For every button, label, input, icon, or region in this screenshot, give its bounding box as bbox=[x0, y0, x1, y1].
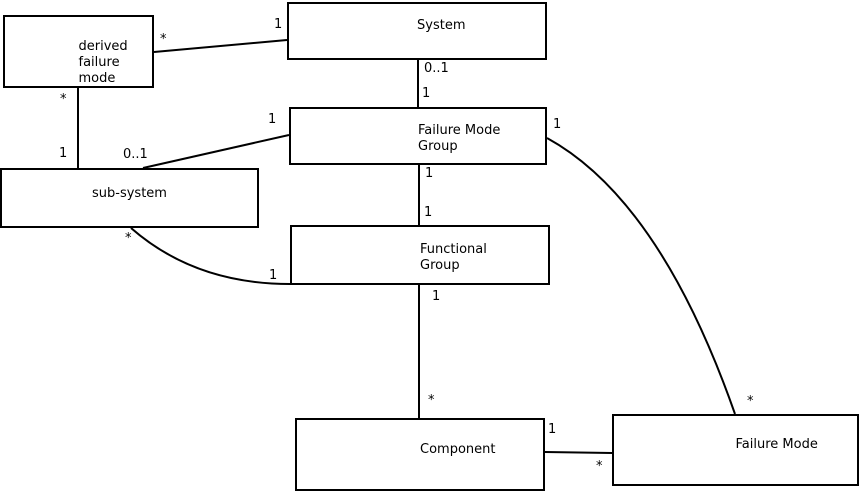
multiplicity-fmg-failuremode-one: 1 bbox=[553, 117, 562, 132]
class-box-failure-mode-group: Failure Mode Group bbox=[289, 107, 547, 165]
multiplicity-subsystem-fg-star: * bbox=[125, 231, 132, 246]
class-box-system: System bbox=[287, 2, 547, 60]
class-box-failure-mode: Failure Mode bbox=[612, 414, 859, 486]
connector-derived-system bbox=[153, 39, 288, 53]
class-label-derived-failure-mode: derived failure mode bbox=[78, 38, 128, 86]
class-label-functional-group: Functional Group bbox=[420, 242, 487, 273]
multiplicity-component-failuremode-star: * bbox=[596, 459, 603, 474]
class-label-failure-mode: Failure Mode bbox=[735, 437, 818, 452]
multiplicity-derived-system-star: * bbox=[160, 32, 167, 47]
multiplicity-fg-component-one: 1 bbox=[432, 289, 441, 304]
multiplicity-system-fmg-one: 1 bbox=[422, 86, 431, 101]
multiplicity-system-fmg-zero-one: 0..1 bbox=[424, 61, 449, 76]
class-label-system: System bbox=[417, 18, 466, 33]
class-box-sub-system: sub-system bbox=[0, 168, 259, 228]
class-label-component: Component bbox=[420, 441, 496, 457]
connector-subsystem-failure-mode-group bbox=[142, 134, 290, 169]
multiplicity-subsystem-fmg-zero-one: 0..1 bbox=[123, 147, 148, 162]
multiplicity-derived-system-one: 1 bbox=[274, 17, 283, 32]
connector-subsystem-functional-group-curve bbox=[130, 227, 291, 285]
class-label-sub-system: sub-system bbox=[92, 186, 167, 201]
multiplicity-component-failuremode-one: 1 bbox=[548, 422, 557, 437]
multiplicity-fg-component-star: * bbox=[428, 393, 435, 408]
connector-failure-mode-group-failure-mode-curve bbox=[546, 137, 736, 415]
multiplicity-subsystem-fg-one: 1 bbox=[269, 268, 278, 283]
multiplicity-subsystem-fmg-one: 1 bbox=[268, 112, 277, 127]
multiplicity-fmg-fg-one-top: 1 bbox=[425, 166, 434, 181]
multiplicity-fmg-failuremode-star: * bbox=[747, 394, 754, 409]
multiplicity-fmg-fg-one-bottom: 1 bbox=[424, 205, 433, 220]
class-box-functional-group: Functional Group bbox=[290, 225, 550, 285]
class-box-derived-failure-mode: derived failure mode bbox=[3, 15, 154, 88]
class-label-failure-mode-group: Failure Mode Group bbox=[418, 123, 501, 154]
multiplicity-derived-subsystem-star: * bbox=[60, 92, 67, 107]
class-box-component: Component bbox=[295, 418, 545, 491]
connector-component-failure-mode bbox=[544, 451, 613, 454]
multiplicity-derived-subsystem-one: 1 bbox=[59, 146, 68, 161]
